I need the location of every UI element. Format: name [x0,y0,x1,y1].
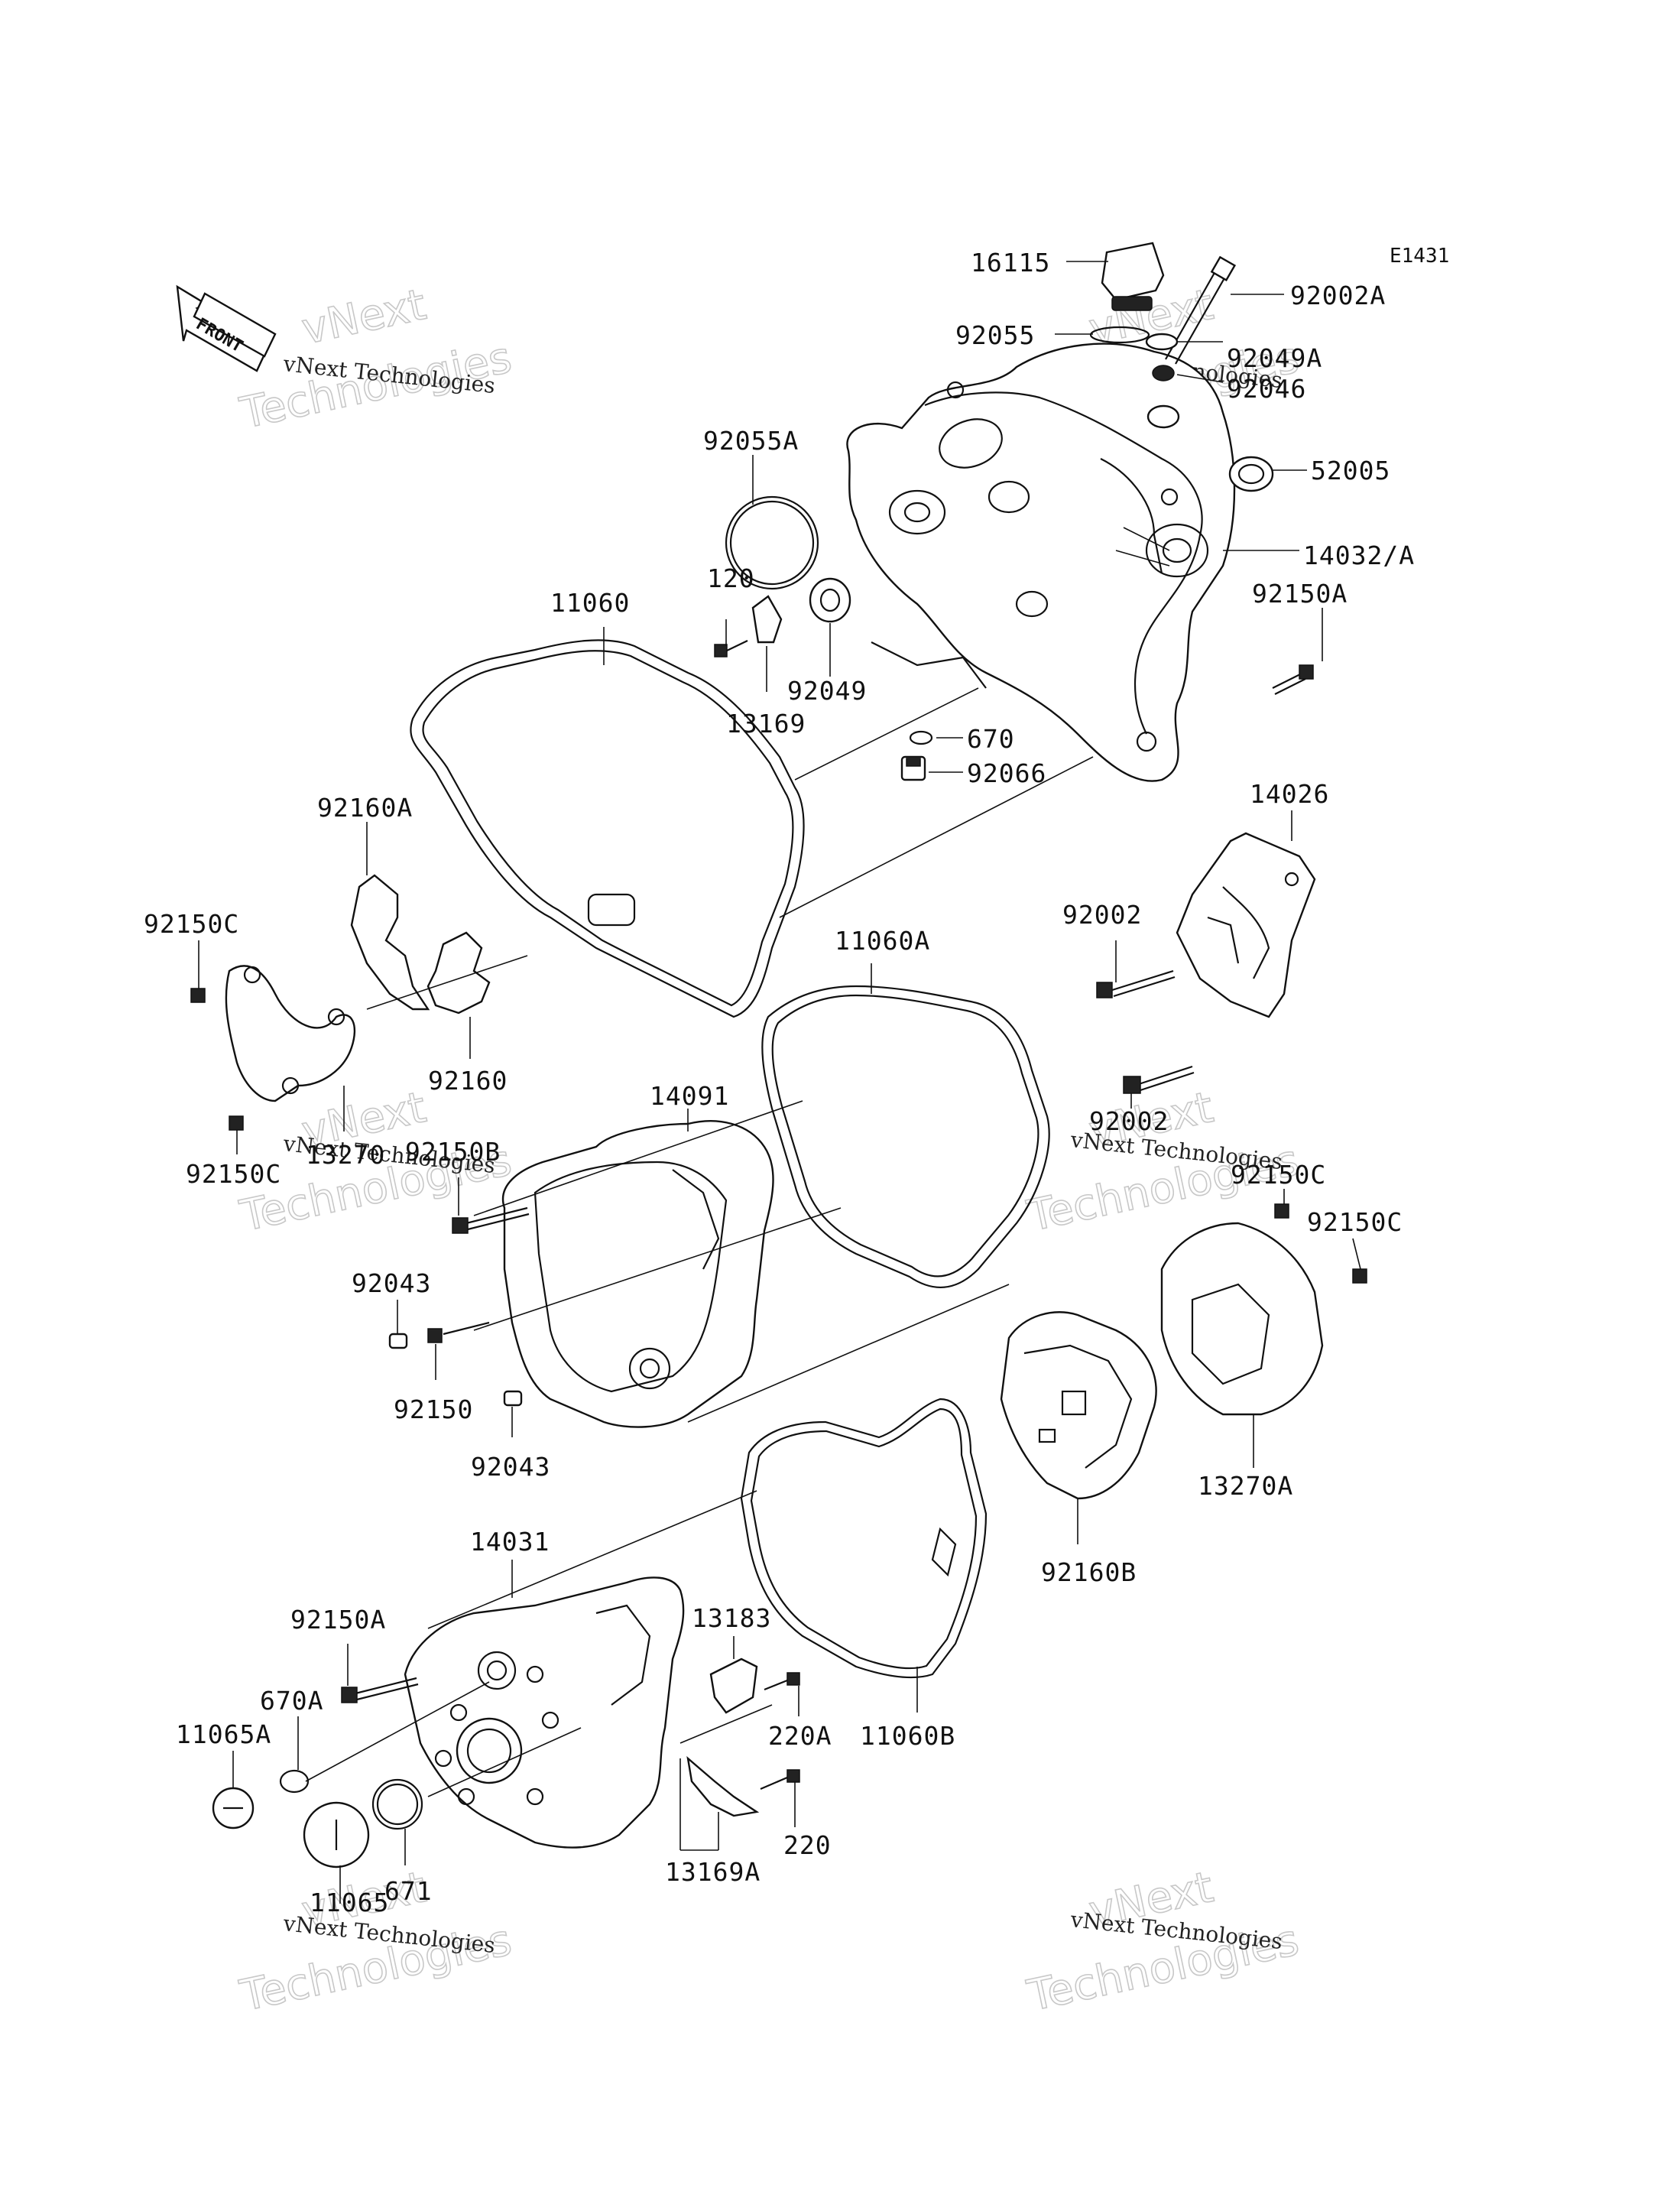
bolt-92150C-right-top [1274,1203,1289,1219]
part-label: 92150C [1231,1160,1326,1190]
bolt-92002-b [1123,1065,1195,1094]
plug-11065 [303,1801,370,1868]
bolt-220 [760,1769,800,1791]
washer-92049A [1145,333,1180,429]
gasket-92055 [1089,326,1150,344]
part-label: 92150 [394,1394,473,1424]
diagram-code: E1431 [1390,245,1449,268]
part-label: 13169 [726,709,806,739]
part-label: 92150C [186,1159,281,1189]
bolt-92150C-left-top [190,988,206,1003]
part-label: 670 [967,724,1015,754]
part-label: 220A [768,1721,832,1751]
bolt-92150C-left-bottom [229,1115,244,1131]
part-label: 13270 [306,1140,385,1170]
o-ring-92055A [725,495,819,590]
oil-filler-cap-16115 [1101,242,1165,311]
bracket-13183 [709,1657,758,1714]
part-label: 52005 [1311,456,1390,485]
part-label: 14091 [650,1081,729,1111]
bolt-92002A [1165,255,1237,365]
cover-plate-13270 [225,965,356,1102]
part-label: 13169A [665,1857,761,1887]
plate-92160B [1000,1311,1157,1500]
bolt-220A [764,1672,800,1691]
dowel-92043-bottom [503,1390,523,1407]
part-label: 92055A [703,426,799,456]
guard-14026 [1176,832,1316,1018]
part-label: 92043 [352,1268,431,1298]
part-label: 92002 [1089,1106,1169,1136]
part-label: 92046 [1227,374,1306,404]
cover-plate-13270A [1160,1222,1324,1416]
leader-lines [198,261,1361,1904]
gasket-11060B [740,1398,988,1679]
part-label: 14031 [470,1527,550,1557]
bolt-92150C-right-mid [1352,1268,1367,1284]
part-label: 92150A [1252,579,1348,609]
part-label: 92160 [428,1066,508,1096]
part-label: 671 [384,1876,433,1906]
o-ring-670A [279,1769,310,1794]
part-labels: 16115 92002A 92055 92049A 92046 92055A 5… [144,248,1415,1917]
part-label: 92055 [955,320,1035,350]
dowel-92043-top [388,1333,408,1349]
part-label: 11065 [310,1888,389,1917]
gasket-11060A [761,985,1050,1289]
part-label: 92160B [1041,1557,1137,1587]
cover-14031 [404,1576,685,1849]
part-label: 92150A [290,1605,386,1635]
part-label: 92150B [405,1137,501,1167]
part-label: 14032/A [1303,541,1415,570]
part-label: 92150C [144,909,239,939]
part-label: 92150C [1307,1207,1403,1237]
part-label: 13183 [692,1603,771,1633]
part-label: 92002 [1062,900,1142,930]
part-label: 13270A [1198,1471,1293,1501]
bolt-120 [714,640,748,657]
part-label: 11065A [176,1719,271,1749]
seal-92049 [809,577,851,623]
connector-lines [305,687,1094,1797]
front-arrow-icon: FRONT [176,284,277,372]
part-label: 120 [707,563,755,593]
part-label: 92002A [1290,281,1386,310]
part-label: 11060 [550,588,630,618]
o-ring-670 [909,730,933,745]
watermark-big-1a: vNext [297,280,430,355]
part-label: 92043 [471,1452,550,1482]
part-label: 11060B [860,1721,955,1751]
part-label: 92066 [967,758,1046,788]
part-label: 220 [783,1830,832,1860]
oil-seal-52005 [1228,456,1274,492]
bolt-92150A-top [1272,664,1314,695]
o-ring-671 [371,1778,423,1830]
part-label: 92049 [787,676,867,706]
part-label: 670A [260,1686,323,1716]
bolt-92150A-bottom [341,1677,419,1703]
part-label: 92160A [317,793,413,823]
plate-13169 [751,595,783,644]
clutch-cover-14032 [846,343,1236,782]
bolt-92002-a [1096,969,1176,998]
cover-14091 [501,1120,774,1428]
part-label: 11060A [835,926,930,956]
plate-92160A [350,874,430,1011]
plate-92160 [426,931,491,1015]
part-label: 14026 [1250,779,1329,809]
bolt-92150 [427,1321,490,1343]
drain-plug-92066 [900,755,926,781]
bolt-92150B [452,1206,530,1234]
part-label: 92049A [1227,343,1322,373]
plug-11065A [212,1787,255,1830]
part-label: 16115 [971,248,1050,278]
plate-13169A [686,1755,760,1817]
gasket-11060 [410,639,805,1018]
